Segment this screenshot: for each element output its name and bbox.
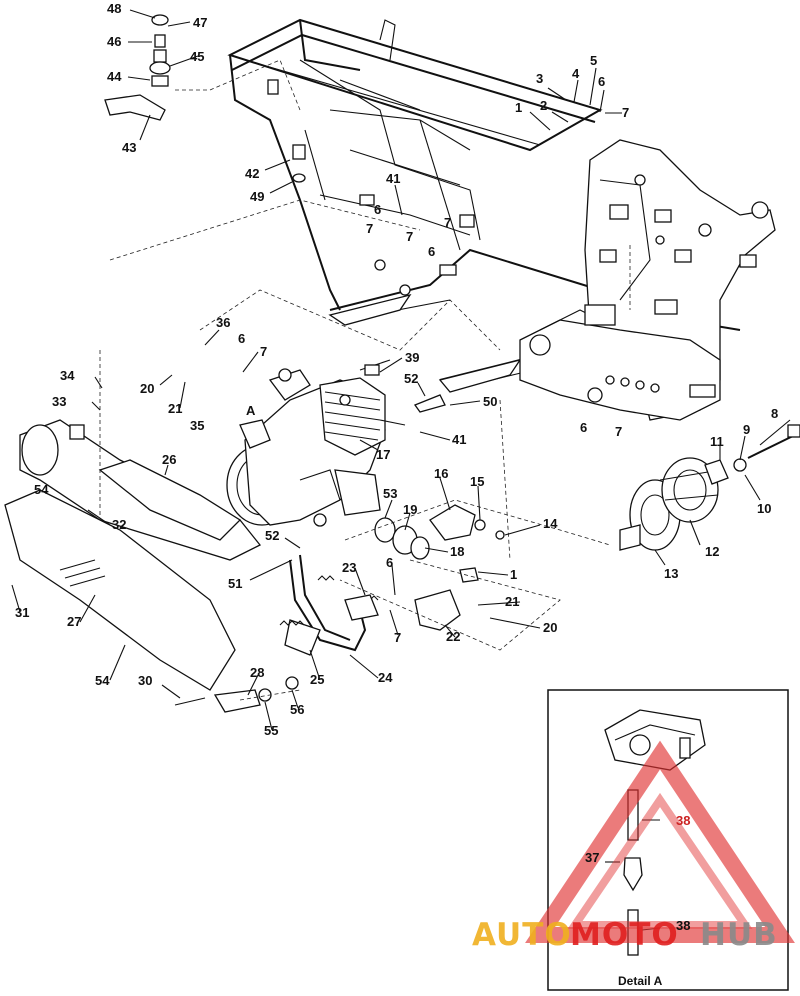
callout-43: 43	[122, 140, 136, 155]
engine-assembly	[226, 368, 406, 527]
callout-41: 41	[386, 171, 400, 186]
watermark-moto: MOTO	[570, 917, 679, 953]
watermark-auto: AUTO	[472, 917, 572, 953]
watermark-logo	[525, 740, 795, 943]
callout-35: 35	[190, 418, 204, 433]
callout-23: 23	[342, 560, 356, 575]
callout-7: 7	[394, 630, 401, 645]
callout-5: 5	[590, 53, 597, 68]
callout-49: 49	[250, 189, 264, 204]
callout-47: 47	[193, 15, 207, 30]
watermark-text: AUTO MOTO HUB	[472, 917, 778, 953]
callout-38: 38	[676, 813, 690, 828]
callout-6: 6	[386, 555, 393, 570]
callout-25: 25	[310, 672, 324, 687]
callout-7: 7	[406, 229, 413, 244]
callout-24: 24	[378, 670, 393, 685]
callout-22: 22	[446, 629, 460, 644]
callout-31: 31	[15, 605, 29, 620]
callout-32: 32	[112, 517, 126, 532]
engine-detail-marker: A	[246, 403, 256, 418]
callout-13: 13	[664, 566, 678, 581]
callout-17: 17	[376, 447, 390, 462]
callout-28: 28	[250, 665, 264, 680]
callout-2: 2	[540, 98, 547, 113]
callout-41: 41	[452, 432, 466, 447]
guide-lines	[99, 59, 631, 701]
callout-54: 54	[95, 673, 110, 688]
callout-20: 20	[543, 620, 557, 635]
callout-21: 21	[505, 594, 519, 609]
callout-54: 54	[34, 482, 49, 497]
callout-8: 8	[771, 406, 778, 421]
callout-18: 18	[450, 544, 464, 559]
callout-45: 45	[190, 49, 204, 64]
callout-3: 3	[536, 71, 543, 86]
carburetor-intake	[359, 359, 505, 583]
callout-51: 51	[228, 576, 242, 591]
exhaust-system	[4, 419, 461, 713]
callout-6: 6	[428, 244, 435, 259]
atv-frame	[227, 18, 776, 421]
callout-12: 12	[705, 544, 719, 559]
callout-4: 4	[572, 66, 580, 81]
callout-36: 36	[216, 315, 230, 330]
callout-19: 19	[403, 502, 417, 517]
callout-7: 7	[622, 105, 629, 120]
callout-53: 53	[383, 486, 397, 501]
callout-6: 6	[374, 202, 381, 217]
callout-50: 50	[483, 394, 497, 409]
callout-44: 44	[107, 69, 122, 84]
callout-9: 9	[743, 422, 750, 437]
callout-20: 20	[140, 381, 154, 396]
callout-16: 16	[434, 466, 448, 481]
callout-21: 21	[168, 401, 182, 416]
callout-46: 46	[107, 34, 121, 49]
callout-15: 15	[470, 474, 484, 489]
callout-33: 33	[52, 394, 66, 409]
callout-7: 7	[260, 344, 267, 359]
leader-lines	[11, 9, 791, 731]
mount-stack	[104, 14, 306, 183]
callout-52: 52	[404, 371, 418, 386]
callout-1: 1	[515, 100, 522, 115]
callout-34: 34	[60, 368, 75, 383]
callout-30: 30	[138, 673, 152, 688]
callout-39: 39	[405, 350, 419, 365]
callout-1: 1	[510, 567, 517, 582]
callout-42: 42	[245, 166, 259, 181]
callout-52: 52	[265, 528, 279, 543]
callout-7: 7	[615, 424, 622, 439]
detail-a-label: Detail A	[618, 974, 663, 988]
callout-6: 6	[580, 420, 587, 435]
watermark-hub: HUB	[700, 917, 778, 953]
callout-37: 37	[585, 850, 599, 865]
callout-26: 26	[162, 452, 176, 467]
callout-6: 6	[598, 74, 605, 89]
clutch-assembly	[619, 424, 800, 551]
callout-labels: 48 47 46 45 44 43 42 49 3 4 5 6 2 1 7 41…	[15, 1, 778, 988]
callout-6: 6	[238, 331, 245, 346]
callout-7: 7	[366, 221, 373, 236]
callout-11: 11	[710, 434, 724, 449]
callout-7: 7	[444, 215, 451, 230]
callout-14: 14	[543, 516, 558, 531]
callout-38: 38	[676, 918, 690, 933]
callout-27: 27	[67, 614, 81, 629]
callout-48: 48	[107, 1, 121, 16]
callout-55: 55	[264, 723, 278, 738]
callout-10: 10	[757, 501, 771, 516]
callout-56: 56	[290, 702, 304, 717]
